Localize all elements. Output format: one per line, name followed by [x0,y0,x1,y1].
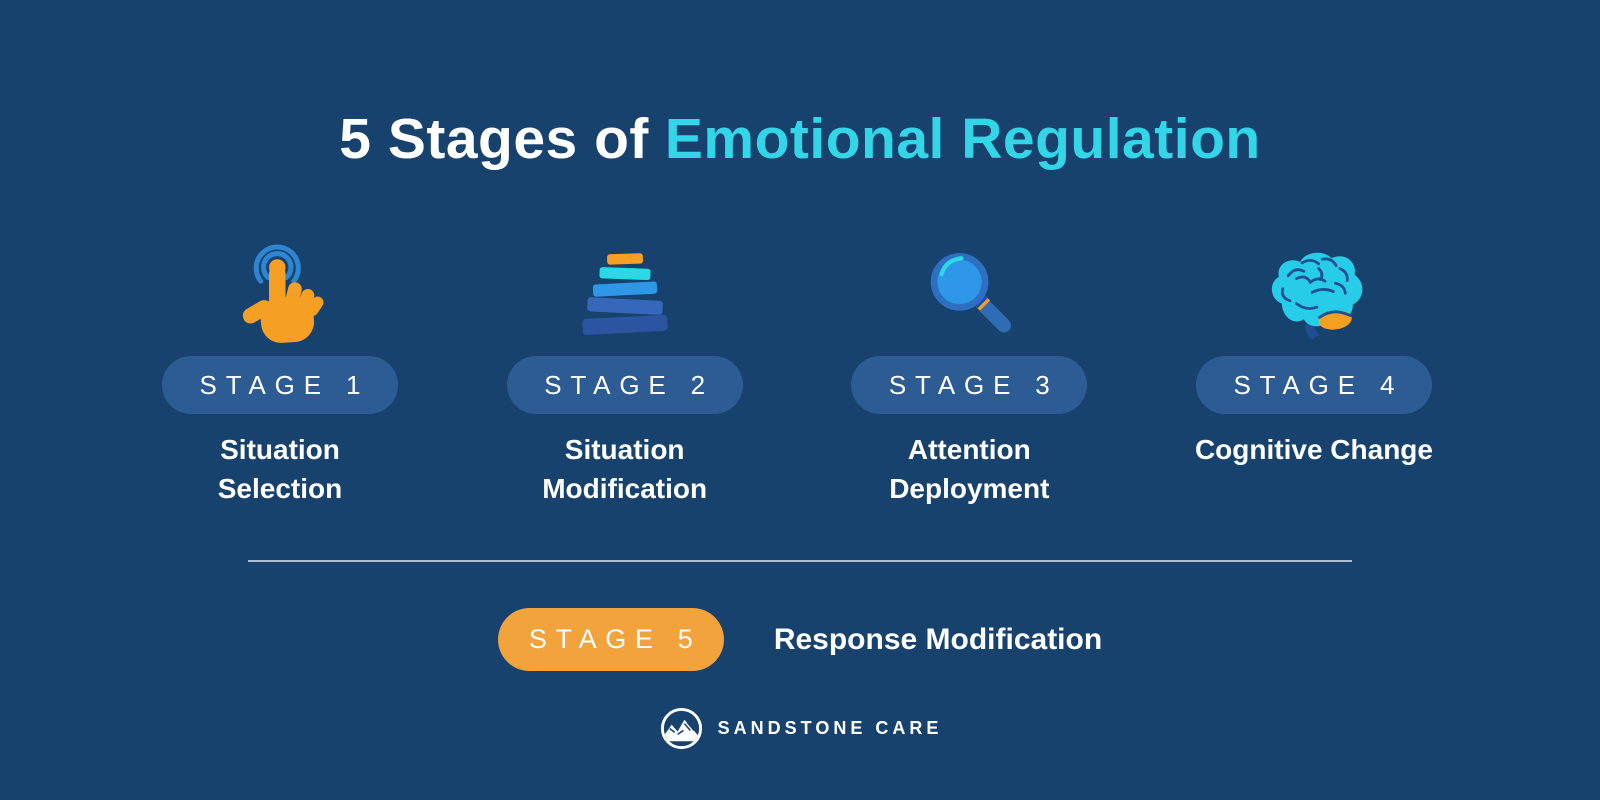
stage-5-label: Response Modification [773,622,1103,656]
stages-row: STAGE 1 Situation Selection STAGE 2 Situ… [120,238,1474,508]
stage-3-column: STAGE 3 Attention Deployment [809,238,1129,508]
stage-2-label: Situation Modification [542,434,708,505]
stacked-blocks-icon [573,238,677,348]
stage-4-column: STAGE 4 Cognitive Change [1154,238,1474,508]
stage-4-badge: STAGE 4 [1195,356,1432,414]
magnifying-glass-icon [917,238,1021,348]
divider-line [248,560,1352,562]
stage-2-column: STAGE 2 Situation Modification [465,238,785,508]
stage-4-label: Cognitive Change [1194,434,1433,465]
brand-name: SANDSTONE CARE [717,718,943,738]
mountain-logo-icon [658,705,705,752]
stage-2-badge: STAGE 2 [506,356,743,414]
brand-logo: SANDSTONE CARE [0,705,1600,752]
stage-5-badge: STAGE 5 [497,608,724,671]
stage-1-label: Situation Selection [217,434,343,505]
stage-1-column: STAGE 1 Situation Selection [120,238,440,508]
title-prefix: 5 Stages of [339,107,649,171]
stage-5-row: STAGE 5 Response Modification [0,608,1600,671]
title-highlight: Emotional Regulation [664,107,1261,171]
stage-3-label: Attention Deployment [889,434,1050,505]
stage-3-badge: STAGE 3 [851,356,1088,414]
stage-1-badge: STAGE 1 [162,356,398,414]
brain-icon [1254,238,1374,348]
tap-gesture-icon [227,238,333,348]
